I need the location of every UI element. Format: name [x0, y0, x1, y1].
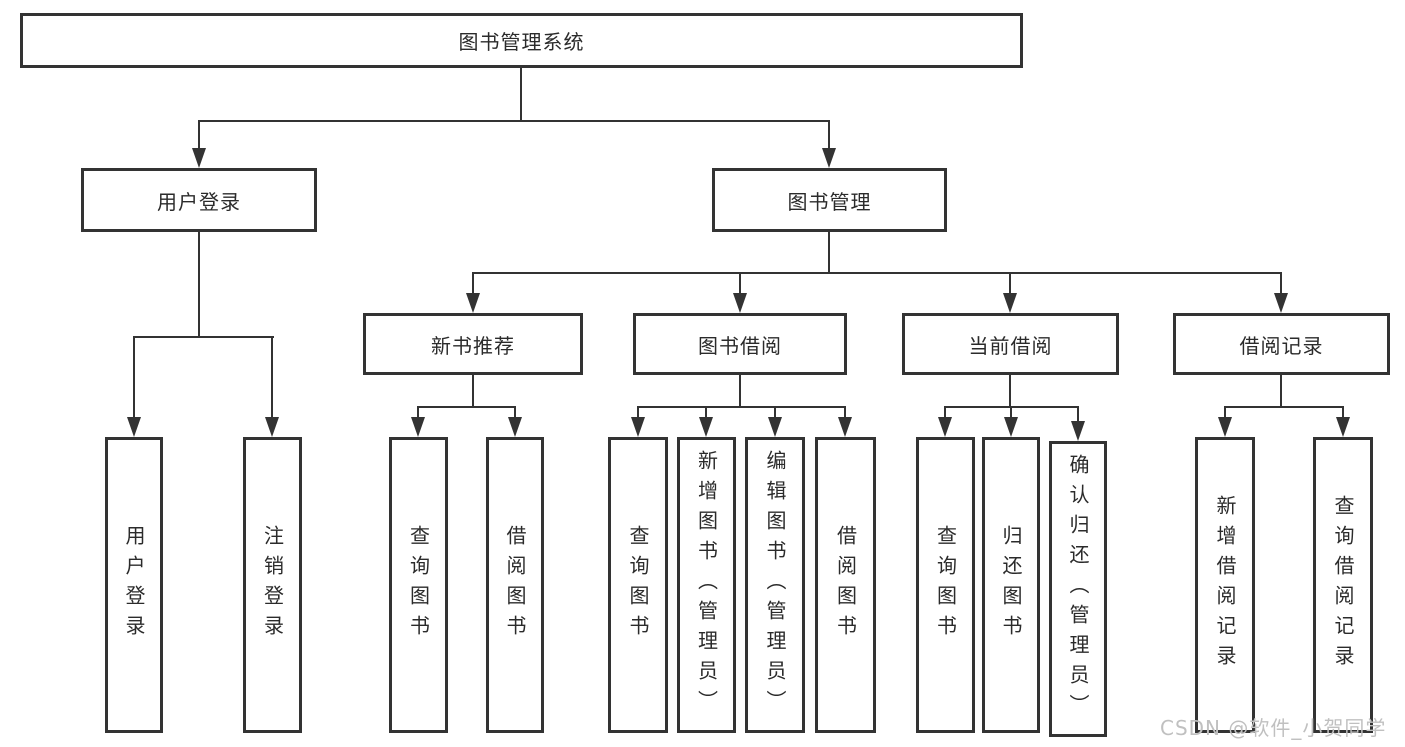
node-label: 图书管理 — [787, 189, 872, 214]
leaf-user-login: 用户登录 — [105, 437, 163, 733]
node-root-system: 图书管理系统 — [20, 13, 1023, 68]
arrowhead-down-icon — [1218, 417, 1232, 437]
leaf-label: 查询借阅记录 — [1331, 495, 1355, 675]
arrowhead-down-icon — [411, 417, 425, 437]
arrowhead-down-icon — [822, 148, 836, 168]
connector-line — [520, 68, 522, 120]
connector-line — [637, 406, 846, 408]
connector-line — [1009, 272, 1011, 295]
arrowhead-down-icon — [1003, 293, 1017, 313]
leaf-add-book-admin: 新增图书（管理员） — [677, 437, 736, 733]
arrowhead-down-icon — [1071, 421, 1085, 441]
arrowhead-down-icon — [838, 417, 852, 437]
leaf-add-borrow-record: 新增借阅记录 — [1195, 437, 1255, 733]
node-current-borrow: 当前借阅 — [902, 313, 1119, 375]
connector-line — [1224, 406, 1226, 419]
leaf-label: 新增图书（管理员） — [694, 450, 719, 720]
leaf-logout: 注销登录 — [243, 437, 302, 733]
leaf-label: 借阅图书 — [503, 525, 527, 645]
arrowhead-down-icon — [768, 417, 782, 437]
connector-line — [198, 120, 200, 150]
leaf-return-book: 归还图书 — [982, 437, 1040, 733]
connector-line — [828, 120, 830, 150]
leaf-borrow-book: 借阅图书 — [815, 437, 876, 733]
connector-line — [828, 232, 830, 272]
connector-line — [514, 406, 516, 419]
connector-line — [1224, 406, 1344, 408]
connector-line — [1077, 406, 1079, 423]
connector-line — [739, 375, 741, 406]
leaf-query-book-recommend: 查询图书 — [389, 437, 448, 733]
connector-line — [1280, 375, 1282, 406]
node-label: 借阅记录 — [1239, 333, 1324, 358]
leaf-label: 新增借阅记录 — [1213, 495, 1237, 675]
node-label: 当前借阅 — [968, 333, 1053, 358]
node-label: 图书管理系统 — [458, 30, 585, 54]
connector-line — [1010, 406, 1012, 419]
arrowhead-down-icon — [508, 417, 522, 437]
leaf-query-borrow-record: 查询借阅记录 — [1313, 437, 1373, 733]
leaf-confirm-return-admin: 确认归还（管理员） — [1049, 441, 1107, 737]
leaf-edit-book-admin: 编辑图书（管理员） — [745, 437, 805, 733]
arrowhead-down-icon — [1004, 417, 1018, 437]
arrowhead-down-icon — [1274, 293, 1288, 313]
arrowhead-down-icon — [733, 293, 747, 313]
leaf-label: 编辑图书（管理员） — [763, 450, 787, 720]
leaf-label: 查询图书 — [626, 525, 650, 645]
arrowhead-down-icon — [699, 417, 713, 437]
connector-line — [1280, 272, 1282, 295]
connector-line — [844, 406, 846, 419]
connector-line — [133, 336, 274, 338]
leaf-query-book-current: 查询图书 — [916, 437, 975, 733]
node-label: 图书借阅 — [698, 333, 782, 358]
connector-line — [198, 120, 830, 122]
leaf-label: 确认归还（管理员） — [1066, 454, 1090, 724]
connector-line — [944, 406, 946, 419]
arrowhead-down-icon — [938, 417, 952, 437]
arrowhead-down-icon — [466, 293, 480, 313]
connector-line — [1009, 375, 1011, 406]
connector-line — [774, 406, 776, 419]
connector-line — [198, 232, 200, 336]
leaf-label: 归还图书 — [999, 525, 1023, 645]
connector-line — [1342, 406, 1344, 419]
leaf-borrow-book-recommend: 借阅图书 — [486, 437, 544, 733]
arrowhead-down-icon — [1336, 417, 1350, 437]
leaf-label: 借阅图书 — [833, 525, 858, 645]
arrowhead-down-icon — [192, 148, 206, 168]
connector-line — [472, 272, 1282, 274]
connector-line — [417, 406, 516, 408]
connector-line — [637, 406, 639, 419]
node-user-login: 用户登录 — [81, 168, 317, 232]
leaf-label: 查询图书 — [933, 525, 958, 645]
leaf-query-book-borrow: 查询图书 — [608, 437, 668, 733]
csdn-watermark: CSDN @软件_小贺同学 — [1160, 716, 1387, 740]
node-label: 用户登录 — [157, 189, 241, 214]
connector-line — [705, 406, 707, 419]
connector-line — [417, 406, 419, 419]
node-book-borrow: 图书借阅 — [633, 313, 847, 375]
arrowhead-down-icon — [265, 417, 279, 437]
node-book-management: 图书管理 — [712, 168, 947, 232]
connector-line — [472, 375, 474, 406]
connector-line — [271, 336, 273, 419]
leaf-label: 注销登录 — [260, 525, 285, 645]
node-new-book-recommend: 新书推荐 — [363, 313, 583, 375]
arrowhead-down-icon — [631, 417, 645, 437]
node-borrow-records: 借阅记录 — [1173, 313, 1390, 375]
arrowhead-down-icon — [127, 417, 141, 437]
leaf-label: 查询图书 — [406, 525, 431, 645]
leaf-label: 用户登录 — [122, 525, 146, 645]
connector-line — [133, 336, 135, 419]
connector-line — [472, 272, 474, 295]
node-label: 新书推荐 — [431, 333, 515, 358]
connector-line — [739, 272, 741, 295]
